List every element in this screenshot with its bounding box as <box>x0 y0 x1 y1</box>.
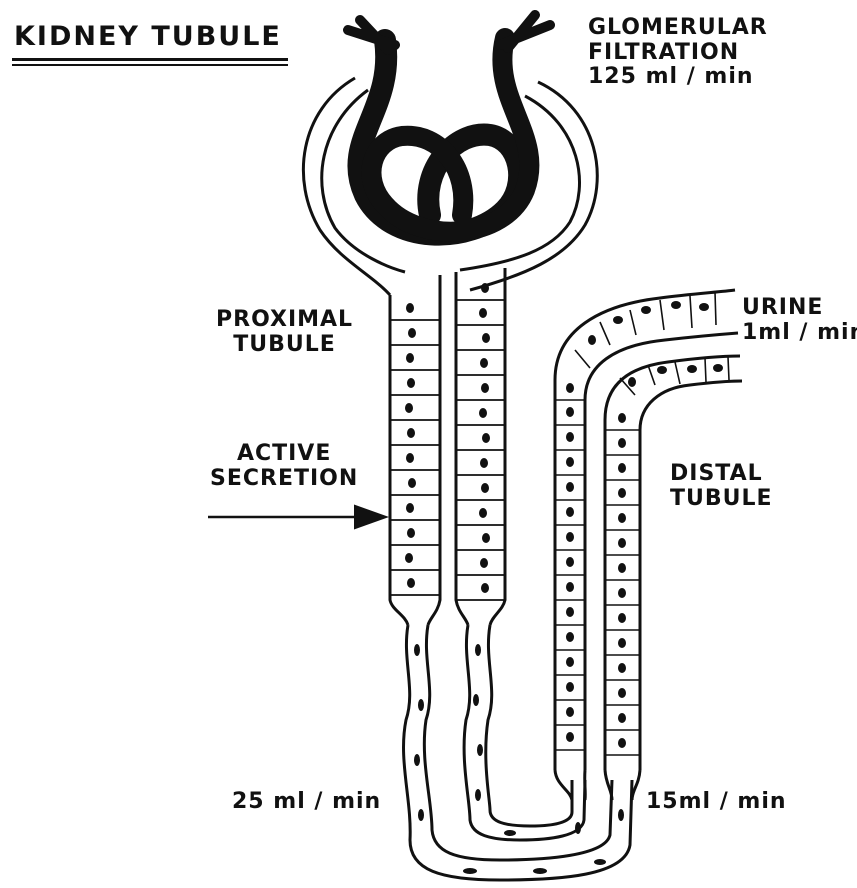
distal-cells <box>555 292 729 755</box>
bowmans-capsule <box>303 78 597 295</box>
urine-label: URINE 1ml / min <box>742 296 857 345</box>
loop-right-flow-label: 15ml / min <box>646 790 787 815</box>
title-underline <box>12 58 288 61</box>
distal-tubule-label: DISTAL TUBULE <box>670 462 773 511</box>
loop-of-henle <box>404 625 632 880</box>
proximal-nuclei <box>405 283 490 593</box>
active-secretion-label: ACTIVE SECRETION <box>210 442 358 491</box>
diagram-title: KIDNEY TUBULE <box>14 22 282 52</box>
title-underline-second <box>12 64 288 66</box>
loop-left-flow-label: 25 ml / min <box>232 790 381 815</box>
glomerular-filtration-label: GLOMERULAR FILTRATION 125 ml / min <box>588 16 768 90</box>
glomerulus <box>348 15 550 235</box>
proximal-tubule <box>390 268 505 625</box>
proximal-tubule-label: PROXIMAL TUBULE <box>216 308 353 357</box>
